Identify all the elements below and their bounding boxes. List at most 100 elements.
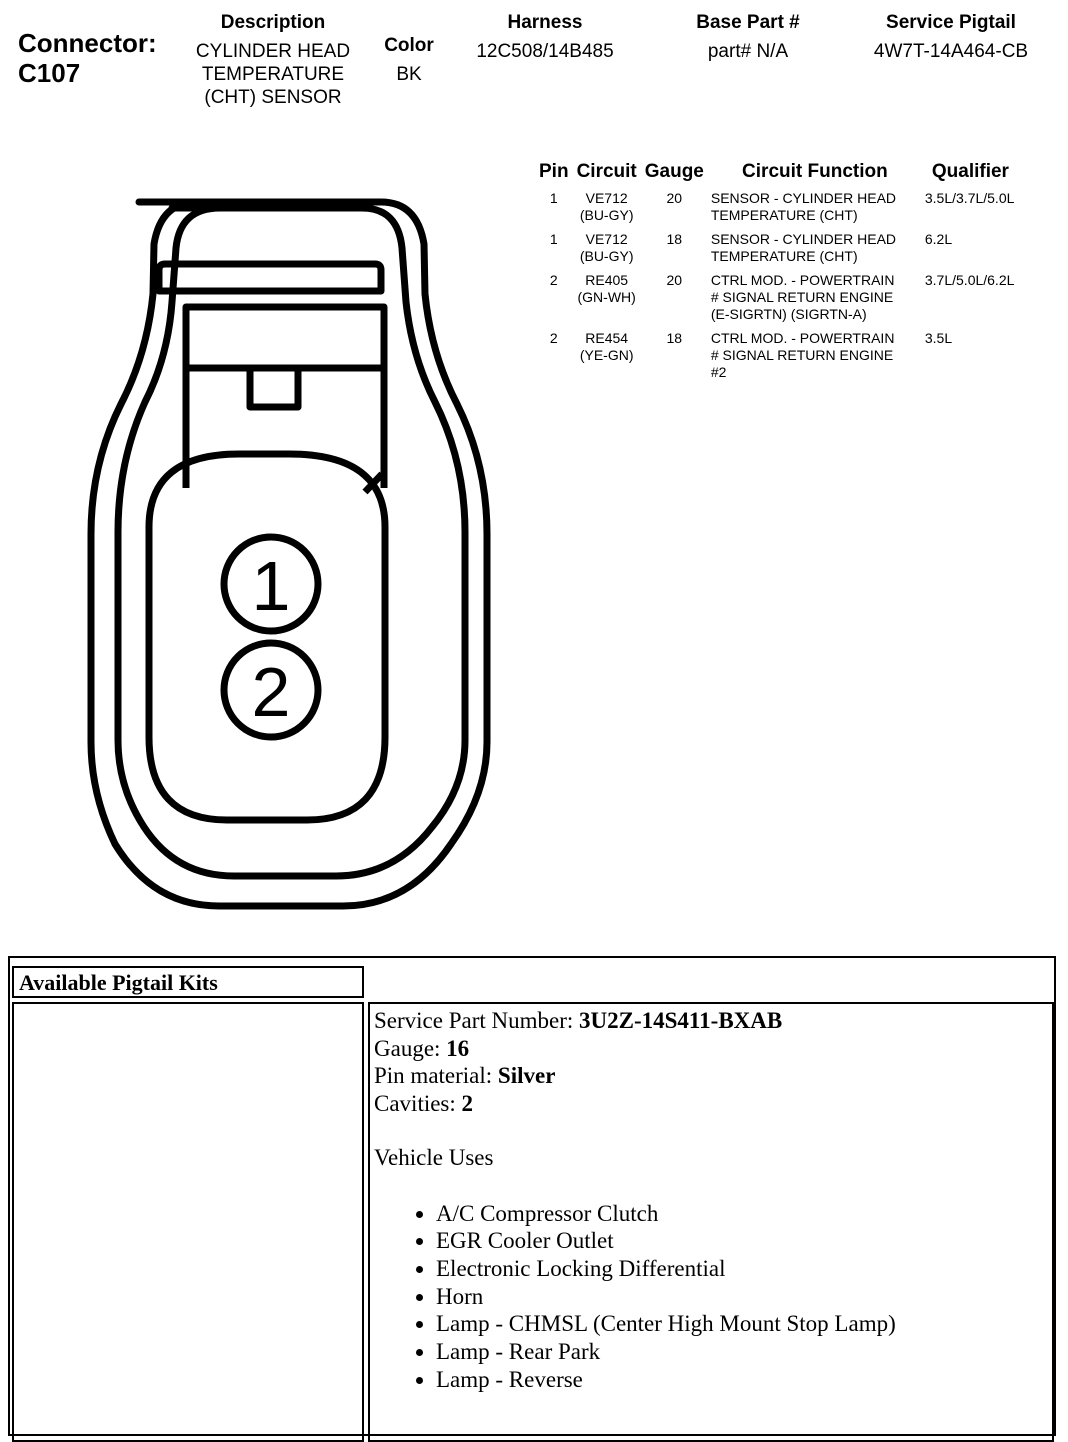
function-line: (E-SIGRTN) (SIGRTN-A) bbox=[710, 306, 867, 322]
gauge-value: 16 bbox=[446, 1035, 470, 1061]
list-item: Electronic Locking Differential bbox=[436, 1255, 1052, 1283]
connector-face-diagram: 1 2 bbox=[87, 198, 491, 910]
qualifier-cell: 3.7L/5.0L/6.2L bbox=[924, 272, 1015, 288]
list-item: Lamp - Reverse bbox=[436, 1366, 1052, 1394]
description-line-2: TEMPERATURE bbox=[201, 64, 345, 85]
pin-1-label: 1 bbox=[252, 547, 291, 625]
service-pigtail-column: Service Pigtail 4W7T-14A464-CB bbox=[850, 12, 1052, 63]
list-item: EGR Cooler Outlet bbox=[436, 1227, 1052, 1255]
color-value: BK bbox=[396, 64, 422, 85]
color-column: Color BK bbox=[370, 35, 448, 86]
pin-material-line: Pin material: Silver bbox=[374, 1062, 1052, 1090]
table-row: 2 RE405(GN-WH) 20 CTRL MOD. - POWERTRAIN… bbox=[535, 272, 1017, 330]
color-label: Color bbox=[384, 35, 434, 56]
function-line: TEMPERATURE (CHT) bbox=[710, 207, 858, 223]
circuit-code: VE712 bbox=[585, 231, 628, 247]
circuit-color: (BU-GY) bbox=[579, 248, 634, 264]
function-cell: CTRL MOD. - POWERTRAIN# SIGNAL RETURN EN… bbox=[708, 272, 922, 330]
circuit-color: (YE-GN) bbox=[579, 347, 634, 363]
service-part-number-line: Service Part Number: 3U2Z-14S411-BXAB bbox=[374, 1007, 1052, 1035]
gauge-line: Gauge: 16 bbox=[374, 1035, 1052, 1063]
pin-material-value: Silver bbox=[497, 1063, 556, 1088]
housing-outer-outline bbox=[87, 198, 491, 910]
table-row: 1 VE712(BU-GY) 20 SENSOR - CYLINDER HEAD… bbox=[535, 190, 1017, 231]
pin-table: Pin Circuit Gauge Circuit Function Quali… bbox=[535, 158, 1017, 388]
gauge-cell: 18 bbox=[666, 231, 683, 247]
qualifier-cell: 3.5L bbox=[924, 330, 953, 346]
function-line: # SIGNAL RETURN ENGINE bbox=[710, 289, 894, 305]
function-line: CTRL MOD. - POWERTRAIN bbox=[710, 330, 895, 346]
cavities-value: 2 bbox=[461, 1090, 474, 1116]
pin-cell: 2 bbox=[549, 272, 558, 288]
pigtail-kit-details: Service Part Number: 3U2Z-14S411-BXAB Ga… bbox=[368, 1002, 1054, 1442]
description-line-1: CYLINDER HEAD bbox=[195, 41, 351, 62]
pin-table-header-row: Pin Circuit Gauge Circuit Function Quali… bbox=[535, 158, 1017, 190]
pin-2-label: 2 bbox=[252, 653, 291, 731]
list-item: Lamp - Rear Park bbox=[436, 1338, 1052, 1366]
connector-label: Connector: bbox=[18, 28, 157, 58]
harness-label: Harness bbox=[507, 12, 583, 33]
service-pigtail-label: Service Pigtail bbox=[886, 12, 1016, 33]
pin-cavity-outline bbox=[145, 450, 389, 824]
connector-title: Connector: C107 bbox=[18, 28, 157, 88]
function-line: SENSOR - CYLINDER HEAD bbox=[710, 190, 897, 206]
service-part-number-label: Service Part Number: bbox=[374, 1008, 574, 1033]
pin-header: Pin bbox=[539, 161, 569, 182]
description-line-3: (CHT) SENSOR bbox=[204, 87, 342, 108]
gauge-cell: 20 bbox=[666, 190, 683, 206]
base-part-column: Base Part # part# N/A bbox=[668, 12, 828, 63]
qualifier-cell: 6.2L bbox=[924, 231, 953, 247]
gauge-cell: 18 bbox=[666, 330, 683, 346]
pin-1-circle bbox=[220, 533, 322, 635]
pin-2-circle bbox=[220, 639, 322, 741]
base-part-label: Base Part # bbox=[696, 12, 800, 33]
circuit-cell: VE712(BU-GY) bbox=[573, 190, 641, 231]
base-part-value: part# N/A bbox=[707, 41, 789, 62]
housing-inner-outline bbox=[114, 204, 469, 880]
function-line: CTRL MOD. - POWERTRAIN bbox=[710, 272, 895, 288]
function-line: #2 bbox=[710, 364, 727, 380]
circuit-cell: RE454(YE-GN) bbox=[573, 330, 641, 388]
circuit-function-header: Circuit Function bbox=[742, 161, 888, 182]
description-label: Description bbox=[220, 12, 326, 33]
qualifier-header: Qualifier bbox=[931, 161, 1009, 182]
pigtail-kit-image-cell bbox=[12, 1002, 364, 1442]
circuit-cell: RE405(GN-WH) bbox=[573, 272, 641, 330]
circuit-code: VE712 bbox=[585, 190, 628, 206]
latch-box bbox=[182, 303, 388, 488]
list-item: Horn bbox=[436, 1283, 1052, 1311]
table-row: 2 RE454(YE-GN) 18 CTRL MOD. - POWERTRAIN… bbox=[535, 330, 1017, 388]
circuit-code: RE405 bbox=[585, 272, 629, 288]
latch-band bbox=[155, 260, 385, 295]
table-row: 1 VE712(BU-GY) 18 SENSOR - CYLINDER HEAD… bbox=[535, 231, 1017, 272]
qualifier-cell: 3.5L/3.7L/5.0L bbox=[924, 190, 1015, 206]
pigtail-kits-heading: Available Pigtail Kits bbox=[12, 966, 364, 998]
connector-id: C107 bbox=[18, 58, 81, 88]
circuit-header: Circuit bbox=[576, 161, 637, 182]
function-line: SENSOR - CYLINDER HEAD bbox=[710, 231, 897, 247]
service-pigtail-value: 4W7T-14A464-CB bbox=[873, 41, 1029, 62]
description-column: Description CYLINDER HEAD TEMPERATURE (C… bbox=[178, 12, 368, 109]
cavities-line: Cavities: 2 bbox=[374, 1090, 1052, 1118]
circuit-code: RE454 bbox=[585, 330, 629, 346]
pin-cell: 1 bbox=[549, 190, 558, 206]
latch-notch bbox=[246, 368, 302, 411]
function-line: TEMPERATURE (CHT) bbox=[710, 248, 858, 264]
harness-value: 12C508/14B485 bbox=[476, 41, 614, 62]
gauge-header: Gauge bbox=[644, 161, 704, 182]
gauge-cell: 20 bbox=[666, 272, 683, 288]
list-item: A/C Compressor Clutch bbox=[436, 1200, 1052, 1228]
circuit-color: (BU-GY) bbox=[579, 207, 634, 223]
pin-material-label: Pin material: bbox=[374, 1063, 493, 1088]
circuit-cell: VE712(BU-GY) bbox=[573, 231, 641, 272]
pin-cell: 2 bbox=[549, 330, 558, 346]
function-line: # SIGNAL RETURN ENGINE bbox=[710, 347, 894, 363]
pin-cell: 1 bbox=[549, 231, 558, 247]
vehicle-uses-label: Vehicle Uses bbox=[374, 1145, 494, 1170]
function-cell: CTRL MOD. - POWERTRAIN# SIGNAL RETURN EN… bbox=[708, 330, 922, 388]
service-part-number-value: 3U2Z-14S411-BXAB bbox=[579, 1008, 783, 1033]
vehicle-uses-list: A/C Compressor Clutch EGR Cooler Outlet … bbox=[374, 1200, 1052, 1394]
harness-column: Harness 12C508/14B485 bbox=[455, 12, 635, 63]
